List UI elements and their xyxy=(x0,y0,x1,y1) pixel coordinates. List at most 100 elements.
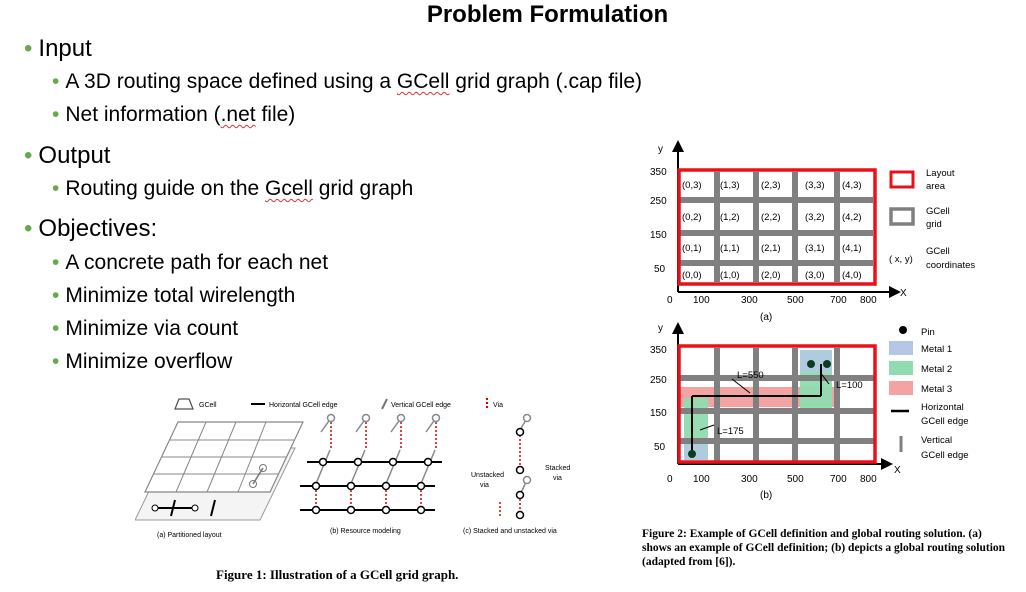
unstacked-label: via xyxy=(480,482,489,489)
svg-text:(0,1): (0,1) xyxy=(682,243,702,254)
stacked-label: via xyxy=(553,475,562,482)
bullet-input-2: •Net information (.net file) xyxy=(52,103,295,127)
bullet-text: Input xyxy=(38,35,92,62)
legend-gcell: GCell xyxy=(199,402,217,409)
bullet-objectives: •Objectives: xyxy=(24,215,157,243)
bullet-text: Minimize via count xyxy=(65,317,239,340)
bullet-text: grid graph xyxy=(312,177,414,200)
bullet-dot: • xyxy=(52,177,60,200)
resource-nodes xyxy=(311,457,433,515)
figure2-caption: Figure 2: Example of GCell definition an… xyxy=(642,528,1006,568)
svg-text:(0,2): (0,2) xyxy=(682,212,702,223)
svg-text:(1,0): (1,0) xyxy=(720,270,740,281)
legend-metal1: Metal 1 xyxy=(921,344,952,355)
bullet-text: grid graph (.cap file) xyxy=(449,70,643,93)
svg-text:(3,0): (3,0) xyxy=(805,270,825,281)
route-node xyxy=(191,504,199,512)
legend-v-edge: GCell edge xyxy=(921,450,969,461)
legend-grid: grid xyxy=(926,219,942,230)
svg-text:(1,2): (1,2) xyxy=(720,212,740,223)
figure2-panel-a: y X 350 250 150 50 0 100 300 500 700 800… xyxy=(650,140,975,323)
axis-x-label: X xyxy=(900,288,907,299)
bullet-text: file) xyxy=(255,103,296,126)
metal3-legend-icon xyxy=(889,381,913,395)
bullet-output-1: •Routing guide on the Gcell grid graph xyxy=(52,177,413,201)
bullet-text: .net xyxy=(220,103,256,126)
stacked-via-panel: Unstacked via Stacked via (c) Stacked an… xyxy=(463,413,570,535)
route-wires xyxy=(691,364,822,454)
svg-text:(1,3): (1,3) xyxy=(720,180,740,191)
pins xyxy=(688,360,831,458)
legend-v-edge: Vertical xyxy=(921,435,952,446)
legend-metal2: Metal 2 xyxy=(921,364,952,375)
svg-text:(3,2): (3,2) xyxy=(805,212,825,223)
y-tick: 250 xyxy=(650,375,667,386)
legend-horizontal-edge: Horizontal GCell edge xyxy=(269,402,338,409)
svg-text:(2,1): (2,1) xyxy=(761,243,781,254)
bullet-objective-2: •Minimize total wirelength xyxy=(52,284,295,308)
bullet-text: Gcell xyxy=(265,177,313,200)
bottom-route xyxy=(155,499,216,517)
svg-text:(1,1): (1,1) xyxy=(720,243,740,254)
y-tick: 50 xyxy=(654,264,666,275)
legend-vertical-edge: Vertical GCell edge xyxy=(391,402,451,409)
figure2-gcell-definition: y X 350 250 150 50 0 100 300 500 700 800… xyxy=(650,140,975,501)
bullet-output: •Output xyxy=(24,142,110,170)
axis-y-label: y xyxy=(658,323,663,334)
legend-xy: ( x, y) xyxy=(889,254,913,265)
axis-y-label: y xyxy=(658,144,663,155)
bullet-dot: • xyxy=(52,350,60,373)
x-tick: 0 xyxy=(667,295,673,306)
x-tick: 100 xyxy=(693,474,710,485)
partitioned-layout-panel: (a) Partitioned layout xyxy=(135,421,304,539)
y-tick: 350 xyxy=(650,345,667,356)
svg-text:(0,3): (0,3) xyxy=(682,180,702,191)
legend-via: Via xyxy=(493,402,503,409)
bullet-objective-4: •Minimize overflow xyxy=(52,350,232,374)
x-tick: 300 xyxy=(741,295,758,306)
length-label: L=550 xyxy=(737,370,764,381)
layout-legend-icon xyxy=(889,170,915,189)
bullet-text: GCell xyxy=(396,70,450,93)
bullet-text: A 3D routing space defined using a xyxy=(65,70,397,93)
svg-text:(3,3): (3,3) xyxy=(805,180,825,191)
figure2-sub-b: (b) xyxy=(760,490,772,501)
figure1-sub-b: (b) Resource modeling xyxy=(330,528,401,535)
y-tick: 150 xyxy=(650,408,667,419)
svg-text:(4,1): (4,1) xyxy=(842,243,862,254)
bullet-text: Routing guide on the xyxy=(65,177,266,200)
legend-coordinates: coordinates xyxy=(926,260,975,271)
bullet-text: Net information ( xyxy=(65,103,221,126)
bullet-text: A concrete path for each net xyxy=(65,251,329,274)
bullet-dot: • xyxy=(52,284,60,307)
legend-h-edge: Horizontal xyxy=(921,402,964,413)
length-label: L=175 xyxy=(717,426,744,437)
y-tick: 250 xyxy=(650,196,667,207)
bullet-dot: • xyxy=(24,35,33,62)
x-tick: 100 xyxy=(693,295,710,306)
bullet-objective-3: •Minimize via count xyxy=(52,317,238,341)
figure2-sub-a: (a) xyxy=(760,312,772,323)
bullet-objective-1: •A concrete path for each net xyxy=(52,251,328,275)
y-tick: 350 xyxy=(650,167,667,178)
gcell-coordinates: (0,3)(1,3)(2,3)(3,3)(4,3) (0,2)(1,2)(2,2… xyxy=(682,180,862,281)
grid-legend-icon xyxy=(889,207,915,226)
bullet-text: Minimize total wirelength xyxy=(65,284,296,307)
x-tick: 300 xyxy=(741,474,758,485)
svg-text:(2,0): (2,0) xyxy=(761,270,781,281)
x-tick: 500 xyxy=(787,474,804,485)
top-layer-grid xyxy=(153,421,295,493)
x-tick: 500 xyxy=(787,295,804,306)
legend-h-edge: GCell edge xyxy=(921,416,969,427)
gcell-legend-icon xyxy=(174,398,194,410)
unstacked-label: Unstacked xyxy=(471,472,504,479)
layout-area xyxy=(677,168,877,286)
svg-text:(3,1): (3,1) xyxy=(805,243,825,254)
v-edge-legend-icon xyxy=(381,398,388,410)
resource-modeling-panel: (b) Resource modeling xyxy=(300,413,442,535)
bullet-dot: • xyxy=(24,142,33,169)
y-tick: 50 xyxy=(654,442,666,453)
svg-text:(4,2): (4,2) xyxy=(842,212,862,223)
svg-text:(2,2): (2,2) xyxy=(761,212,781,223)
route-node xyxy=(151,504,159,512)
